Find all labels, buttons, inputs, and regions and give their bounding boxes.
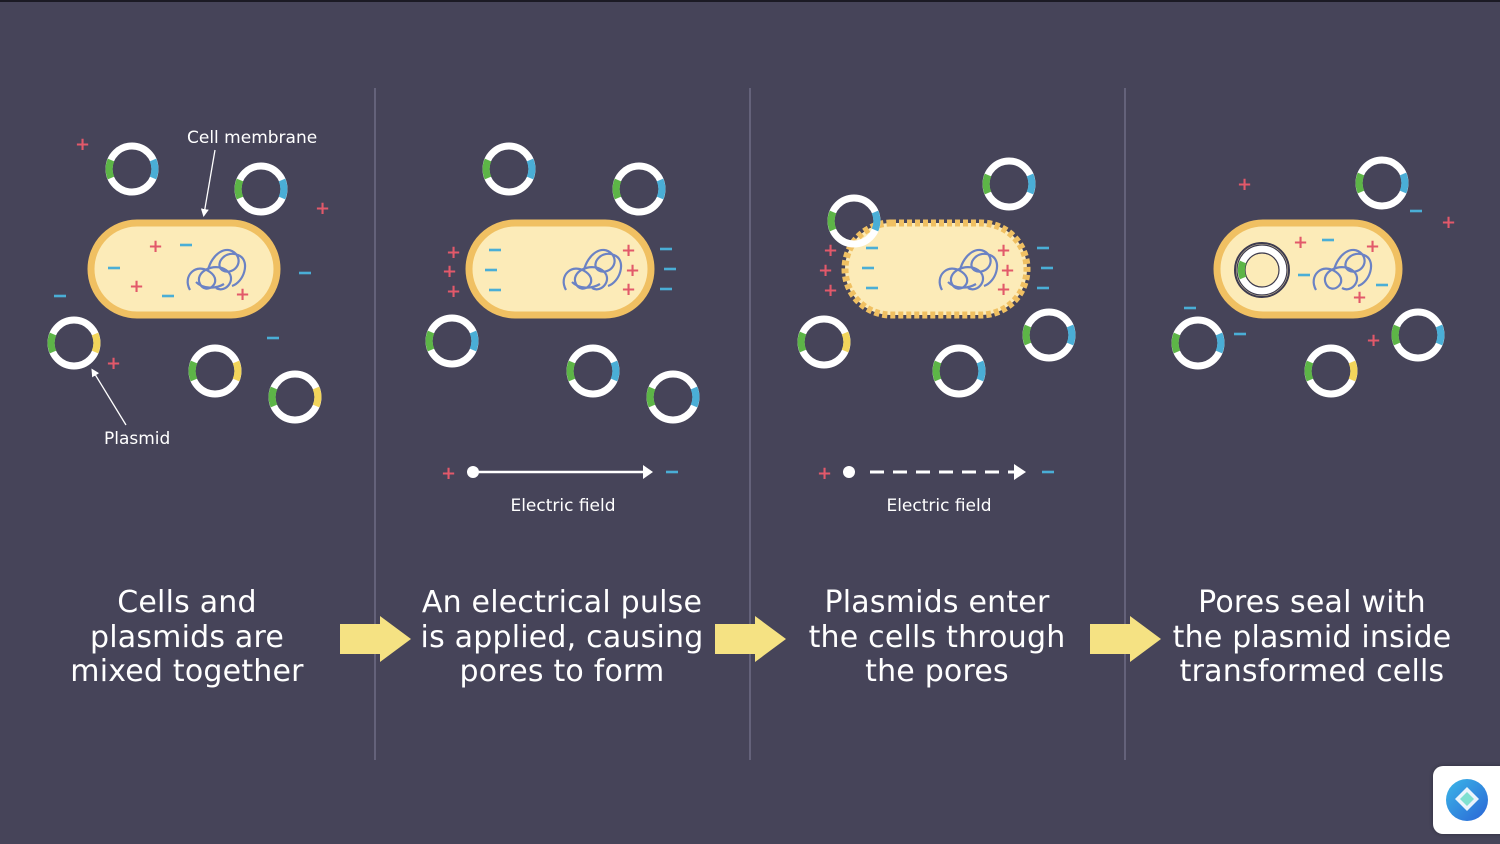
step-2-caption: An electrical pulse is applied, causing … xyxy=(402,585,722,690)
top-edge-line xyxy=(0,0,1500,2)
negative-markers xyxy=(1184,209,1422,336)
bacterial-cell xyxy=(465,219,655,319)
svg-text:+: + xyxy=(1365,236,1380,257)
electric-field-arrow-dashed xyxy=(843,464,1026,480)
caption-line: Plasmids enter xyxy=(824,585,1050,620)
caption-line: the plasmid inside xyxy=(1172,619,1452,655)
plasmid-pointer xyxy=(91,368,127,426)
charge-markers: + + + + + + xyxy=(1237,174,1456,351)
svg-text:+: + xyxy=(621,240,636,261)
svg-text:+: + xyxy=(996,240,1011,261)
svg-text:+: + xyxy=(315,198,330,219)
caption-line: Cells and xyxy=(117,585,257,620)
panel-1-mixing: + + + + + + Cell membrane Plasmid xyxy=(47,128,330,449)
dna-coil-icon xyxy=(562,248,623,291)
dna-coil-icon xyxy=(186,248,247,291)
caption-line: mixed together xyxy=(70,654,304,689)
negative-markers xyxy=(485,247,676,292)
panel-4-sealed: + + + + + + xyxy=(1171,156,1456,398)
assistant-logo-icon xyxy=(1446,779,1488,821)
svg-text:+: + xyxy=(625,260,640,281)
bacterial-cell xyxy=(87,219,281,319)
svg-text:+: + xyxy=(818,260,833,281)
svg-text:+: + xyxy=(446,242,461,263)
dna-coil-icon xyxy=(938,248,999,291)
svg-text:+: + xyxy=(441,463,456,484)
charge-markers: +++ +++ xyxy=(442,240,640,302)
plasmid-rings xyxy=(425,142,700,424)
svg-text:+: + xyxy=(823,240,838,261)
svg-text:+: + xyxy=(129,276,144,297)
svg-text:+: + xyxy=(442,261,457,282)
svg-text:+: + xyxy=(621,279,636,300)
bacterial-cell xyxy=(841,219,1031,319)
cell-membrane-label: Cell membrane xyxy=(187,128,317,148)
svg-text:+: + xyxy=(1237,174,1252,195)
plasmid-label: Plasmid xyxy=(104,429,170,449)
svg-text:+: + xyxy=(106,353,121,374)
svg-text:+: + xyxy=(75,134,90,155)
caption-line: the pores xyxy=(865,654,1009,689)
caption-line: the cells through xyxy=(808,619,1066,655)
plasmid-rings xyxy=(47,142,322,424)
svg-text:+: + xyxy=(1366,330,1381,351)
panel-3-entry: +++ +++ + Electric field xyxy=(797,157,1076,516)
svg-text:+: + xyxy=(1352,287,1367,308)
floating-assistant-button[interactable] xyxy=(1433,766,1500,834)
electric-field-label: Electric field xyxy=(886,496,991,516)
caption-line: Pores seal with xyxy=(1198,585,1426,620)
internal-plasmid xyxy=(1234,242,1290,298)
caption-line: transformed cells xyxy=(1179,654,1445,689)
caption-line: pores to form xyxy=(459,654,665,689)
caption-line: An electrical pulse xyxy=(421,585,703,620)
dna-coil-icon xyxy=(1312,248,1373,291)
svg-text:+: + xyxy=(823,280,838,301)
svg-text:+: + xyxy=(1000,260,1015,281)
svg-text:+: + xyxy=(148,236,163,257)
svg-text:+: + xyxy=(996,279,1011,300)
negative-markers xyxy=(862,246,1054,474)
step-3-caption: Plasmids enter the cells through the por… xyxy=(777,585,1097,690)
charge-markers: + + + + + + xyxy=(75,134,330,374)
negative-markers xyxy=(54,243,311,340)
step-1-caption: Cells and plasmids are mixed together xyxy=(27,585,347,690)
step-arrow-1 xyxy=(340,616,411,662)
plasmid-rings xyxy=(797,157,1076,398)
svg-text:+: + xyxy=(235,284,250,305)
step-4-caption: Pores seal with the plasmid inside trans… xyxy=(1152,585,1472,690)
svg-text:+: + xyxy=(1441,212,1456,233)
svg-text:+: + xyxy=(817,463,832,484)
panel-2-pulse: +++ +++ + Electric field xyxy=(425,142,700,516)
svg-text:+: + xyxy=(446,281,461,302)
caption-line: plasmids are xyxy=(89,619,285,655)
step-arrow-2 xyxy=(715,616,786,662)
step-arrow-3 xyxy=(1090,616,1161,662)
charge-markers: +++ +++ + xyxy=(817,240,1015,484)
caption-line: is applied, causing xyxy=(420,619,704,655)
svg-text:+: + xyxy=(1293,232,1308,253)
electric-field-arrow: + xyxy=(441,463,678,484)
plasmid-rings xyxy=(1171,156,1445,398)
membrane-pointer xyxy=(200,149,216,217)
electric-field-label: Electric field xyxy=(510,496,615,516)
